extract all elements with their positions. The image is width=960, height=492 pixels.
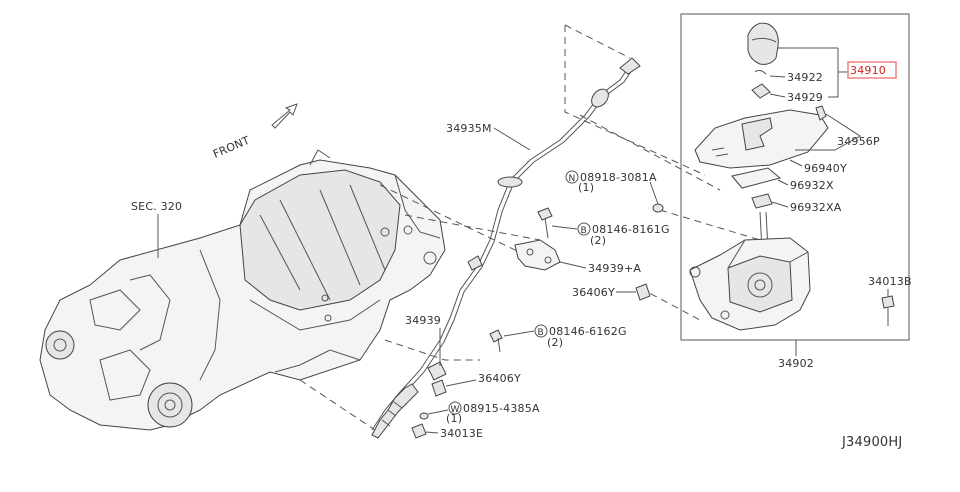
part-96932xa-label: 96932XA: [790, 201, 842, 214]
clip-34929: [751, 83, 771, 99]
indicator-96932xa: [751, 193, 773, 209]
symbol-b-circle-b: B: [534, 324, 548, 338]
part-08146-6162g-qty: (2): [547, 336, 563, 349]
front-arrow-icon: [271, 103, 298, 129]
symbol-w-circle: W: [448, 401, 462, 415]
nut-34013e-leader: [425, 431, 439, 434]
part-34939-label: 34939: [405, 314, 441, 327]
symbol-b-circle-a: B: [577, 222, 591, 236]
part-08146-8161g-qty: (2): [590, 234, 606, 247]
bolt-08146b-leader: [503, 330, 535, 337]
sec-320-label: SEC. 320: [131, 200, 182, 213]
part-34956p-label: 34956P: [837, 135, 880, 148]
part-96932xa-leader: [771, 201, 789, 208]
spring-34922: [754, 69, 767, 75]
part-34956p-leader: [795, 113, 861, 151]
part-96940y-leader: [789, 159, 803, 167]
part-96932x-label: 96932X: [790, 179, 834, 192]
bracket-34939a: [514, 239, 561, 271]
shifter-device: [689, 211, 811, 331]
part-34939a-label: 34939+A: [588, 262, 641, 275]
part-08915-4385a-label: 08915-4385A: [463, 402, 540, 415]
front-label: FRONT: [211, 134, 252, 161]
bolt-08146a-leader: [551, 225, 578, 230]
part-08915-4385a-qty: (1): [446, 412, 462, 425]
console-finisher-96940y: [694, 109, 829, 169]
part-34013e-label: 34013E: [440, 427, 483, 440]
part-34910-label[interactable]: 34910: [850, 64, 886, 77]
part-34910-highlight[interactable]: [847, 61, 897, 79]
svg-text:B: B: [538, 328, 544, 338]
part-34935m-leader: [493, 127, 531, 151]
part-08146-6162g-label: 08146-6162G: [549, 325, 627, 338]
part-08918-3081a-qty: (1): [578, 181, 594, 194]
part-96940y-label: 96940Y: [804, 162, 847, 175]
indicator-96932x: [731, 167, 782, 189]
part-96932x-leader: [777, 179, 789, 186]
part-34939a-leader: [559, 261, 587, 269]
nut-08918-leader: [649, 181, 659, 205]
washer-08915: [419, 412, 429, 420]
clip-36406y-upper: [635, 283, 651, 301]
part-36406y-upper-label: 36406Y: [572, 286, 615, 299]
control-cable: [371, 57, 641, 439]
part-34929-leader: [769, 93, 786, 98]
svg-text:N: N: [569, 174, 576, 184]
part-34935m-label: 34935M: [446, 122, 492, 135]
part-34922-leader: [769, 75, 786, 78]
transmission-assembly: [39, 149, 446, 431]
dashed-reference-lines: [299, 24, 761, 431]
clip-36406y-lower-leader: [445, 379, 477, 387]
part-34922-label: 34922: [787, 71, 823, 84]
bolt-08146-8161g: [537, 207, 553, 239]
assembly-34902-box: [680, 13, 910, 341]
part-34013b-label: 34013B: [868, 275, 912, 288]
washer-08915-leader: [427, 409, 449, 415]
symbol-n-circle: N: [565, 170, 579, 184]
part-08918-3081a-label: 08918-3081A: [580, 171, 657, 184]
part-08146-8161g-label: 08146-8161G: [592, 223, 670, 236]
nut-34013b: [881, 295, 895, 309]
clip-34956p: [815, 105, 827, 121]
clip-36406y-lower: [431, 379, 447, 397]
bolt-08146-6162g: [489, 329, 503, 353]
nut-08918-3081a: [652, 203, 664, 213]
diagram-id: J34900HJ: [841, 435, 902, 450]
shift-knob: [747, 22, 779, 65]
svg-text:W: W: [451, 405, 460, 415]
part-34902-label: 34902: [778, 357, 814, 370]
part-34910-bracket: [828, 48, 839, 98]
svg-text:B: B: [581, 226, 587, 236]
part-34929-label: 34929: [787, 91, 823, 104]
part-36406y-lower-label: 36406Y: [478, 372, 521, 385]
nut-34013e: [411, 423, 427, 439]
